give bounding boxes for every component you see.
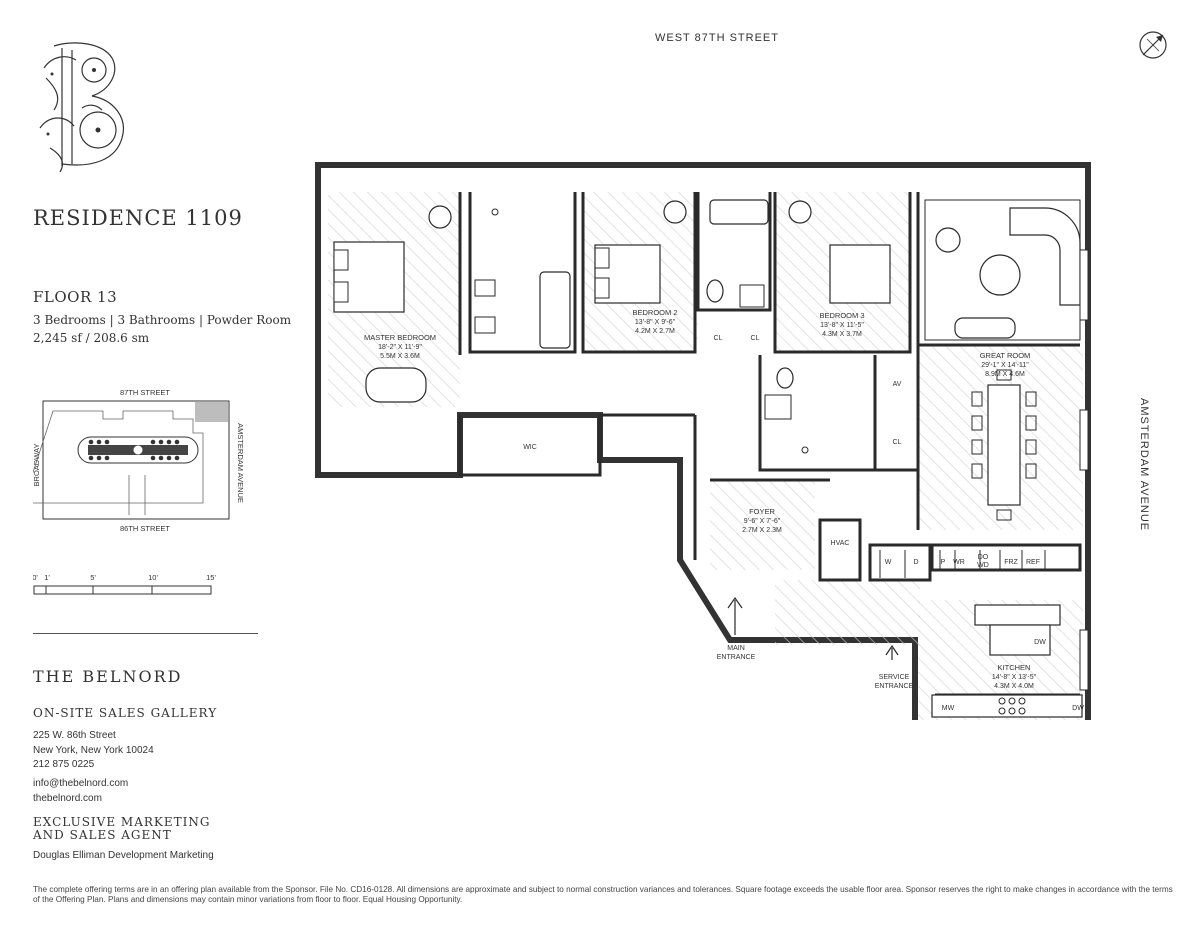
residence-summary: 3 Bedrooms | 3 Bathrooms | Powder Room 2… [33, 311, 291, 347]
agent-title: EXCLUSIVE MARKETING AND SALES AGENT [33, 816, 210, 842]
agent-title-line2: AND SALES AGENT [33, 828, 172, 842]
address-line2: New York, New York 10024 [33, 744, 154, 756]
pantry-label: P [941, 559, 946, 566]
north-compass-icon [1139, 31, 1167, 59]
legal-disclaimer: The complete offering terms are in an of… [33, 885, 1173, 904]
area-summary: 2,245 sf / 208.6 sm [33, 331, 150, 345]
wine-refrigerator-label: WR [953, 559, 965, 566]
sales-address: 225 W. 86th Street New York, New York 10… [33, 729, 154, 773]
main-entrance-label-2: ENTRANCE [717, 654, 756, 661]
scale-mark-5: 5' [90, 573, 96, 582]
scale-mark-15: 15' [206, 573, 216, 582]
keyplan-south-label: 86TH STREET [120, 524, 170, 533]
keyplan-west-label: BROADWAY [33, 444, 41, 487]
great-room-name: GREAT ROOM [980, 351, 1031, 360]
service-entrance-label-2: ENTRANCE [875, 683, 914, 690]
freezer-label: FRZ [1004, 559, 1018, 566]
foyer-name: FOYER [749, 507, 775, 516]
dishwasher-label-counter: DW [1072, 705, 1084, 712]
website-link[interactable]: thebelnord.com [33, 792, 102, 804]
foyer-metric: 2.7M X 2.3M [742, 527, 782, 534]
kitchen-imperial: 14'-8" X 13'-5" [992, 674, 1037, 681]
scale-bar: 0' 1' 5' 10' 15' [33, 573, 216, 595]
brand-name: THE BELNORD [33, 667, 183, 686]
street-label-east: AMSTERDAM AVENUE [1138, 398, 1150, 532]
service-entrance-label-1: SERVICE [879, 674, 910, 681]
sales-gallery-title: ON-SITE SALES GALLERY [33, 706, 218, 720]
belnord-monogram-logo [39, 42, 124, 173]
kitchen-metric: 4.3M X 4.0M [994, 683, 1034, 690]
floor-label: FLOOR 13 [33, 288, 118, 306]
street-label-north: WEST 87TH STREET [655, 32, 779, 44]
wic-label: WIC [523, 444, 537, 451]
contact-info: info@thebelnord.com thebelnord.com [33, 777, 128, 806]
main-entrance-label-1: MAIN [727, 645, 745, 652]
refrigerator-label: REF [1026, 559, 1040, 566]
closet-label-1: CL [714, 335, 723, 342]
floor-plan: MASTER BEDROOM 18'-2" X 11'-9" 5.5M X 3.… [315, 162, 1091, 720]
rooms-summary: 3 Bedrooms | 3 Bathrooms | Powder Room [33, 313, 292, 327]
warming-drawer-label: WD [977, 562, 989, 569]
double-oven-label: DO [978, 554, 989, 561]
keyplan-north-label: 87TH STREET [120, 388, 170, 397]
agent-name: Douglas Elliman Development Marketing [33, 850, 214, 861]
hvac-label: HVAC [831, 540, 850, 547]
keyplan-unit-highlight [195, 402, 228, 422]
scale-mark-0: 0' [33, 573, 38, 582]
master-bedroom-imperial: 18'-2" X 11'-9" [378, 344, 422, 351]
bedroom2-metric: 4.2M X 2.7M [635, 328, 675, 335]
master-bedroom-metric: 5.5M X 3.6M [380, 353, 420, 360]
scale-mark-10: 10' [148, 573, 158, 582]
agent-title-line1: EXCLUSIVE MARKETING [33, 815, 211, 829]
email-link[interactable]: info@thebelnord.com [33, 778, 129, 789]
building-key-plan: 87TH STREET 86TH STREET BROADWAY AMSTERD… [33, 388, 245, 533]
bedroom2-name: BEDROOM 2 [632, 308, 677, 317]
foyer-imperial: 9'-6" X 7'-6" [744, 518, 781, 525]
av-label: AV [893, 381, 902, 388]
closet-label-2: CL [751, 335, 760, 342]
keyplan-east-label: AMSTERDAM AVENUE [236, 423, 245, 503]
bedroom2-imperial: 13'-8" X 9'-6" [635, 319, 676, 326]
dryer-label: D [913, 559, 918, 566]
microwave-label: MW [942, 705, 955, 712]
address-line1: 225 W. 86th Street [33, 730, 116, 741]
dishwasher-label-island: DW [1034, 639, 1046, 646]
residence-title: RESIDENCE 1109 [33, 206, 243, 230]
bedroom3-metric: 4.3M X 3.7M [822, 331, 862, 338]
bedroom3-imperial: 13'-8" X 11'-5" [820, 322, 864, 329]
scale-mark-1: 1' [44, 573, 50, 582]
great-room-imperial: 29'-1" X 14'-11" [981, 362, 1029, 369]
bedroom3-name: BEDROOM 3 [819, 311, 864, 320]
master-bedroom-name: MASTER BEDROOM [364, 333, 436, 342]
kitchen-name: KITCHEN [998, 663, 1031, 672]
section-divider [33, 633, 258, 634]
closet-label-3: CL [893, 439, 902, 446]
washer-label: W [885, 559, 892, 566]
phone-number: 212 875 0225 [33, 759, 95, 770]
great-room-metric: 8.9M X 4.6M [985, 371, 1025, 378]
